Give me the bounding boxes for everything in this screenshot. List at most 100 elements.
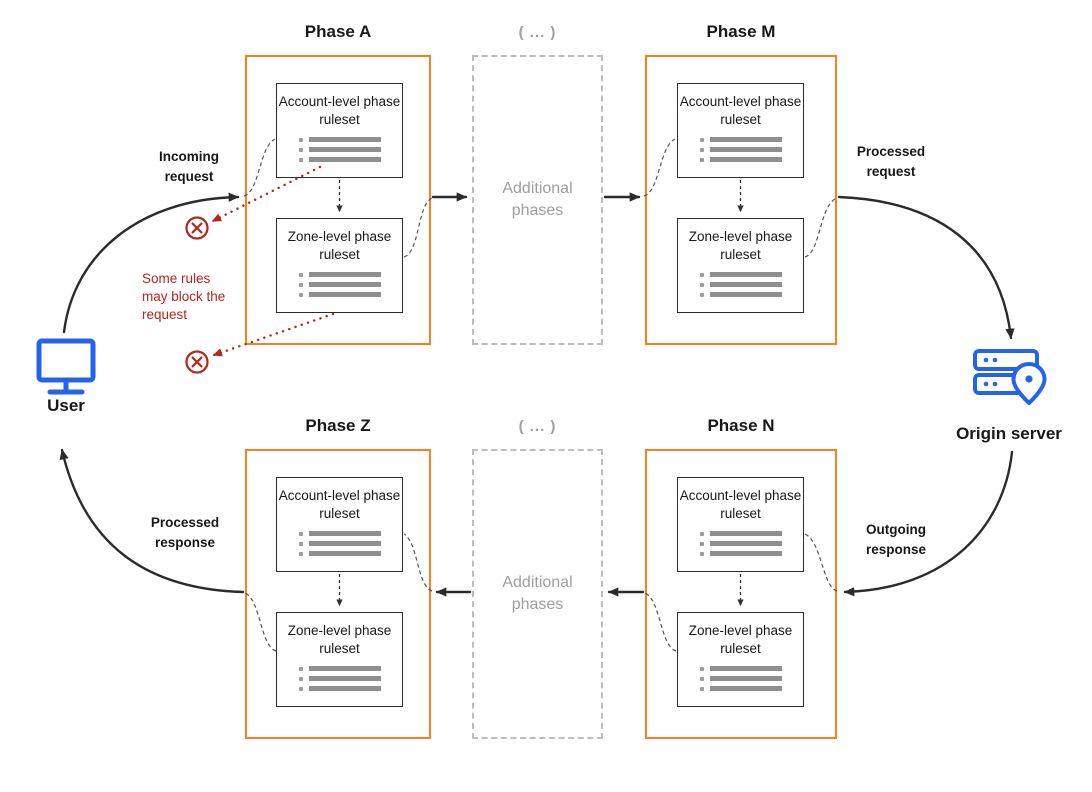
ruleset-bullet — [298, 686, 303, 691]
ruleset-bullet — [298, 137, 303, 142]
location-pin-icon — [1011, 362, 1047, 405]
ruleset-bullet — [699, 137, 704, 142]
ruleset-line — [277, 541, 402, 547]
ruleset-line — [277, 137, 402, 143]
ruleset-line — [678, 666, 803, 672]
outgoing-response-label: Outgoing response — [865, 522, 927, 558]
ruleset-rule-bar — [308, 137, 381, 143]
ruleset-rule-bar — [308, 272, 381, 278]
ruleset-rule-bar — [709, 137, 782, 143]
ruleset-bullet — [699, 551, 704, 556]
ruleset-bullet — [699, 147, 704, 152]
incoming-request-label: Incoming request — [159, 149, 219, 185]
ruleset-line — [678, 157, 803, 163]
ruleset-rule-bar — [308, 147, 381, 153]
additional-phases-box-top: Additional phases — [472, 55, 603, 345]
ruleset-rule-bar — [709, 686, 782, 692]
ruleset-rule-bar — [709, 666, 782, 672]
ruleset-lines — [678, 137, 803, 163]
phase-m-account-ruleset-card: Account-level phase ruleset — [677, 83, 804, 178]
ruleset-line — [277, 551, 402, 557]
ruleset-line — [277, 531, 402, 537]
phase-n-title: Phase N — [707, 416, 775, 435]
ruleset-rule-bar — [709, 272, 782, 278]
ruleset-line — [277, 676, 402, 682]
ruleset-rule-bar — [709, 157, 782, 163]
ruleset-line — [277, 157, 402, 163]
ruleset-line — [678, 551, 803, 557]
ruleset-bullet — [699, 666, 704, 671]
ruleset-rule-bar — [308, 541, 381, 547]
ruleset-bullet — [298, 292, 303, 297]
account-ruleset-label: Account-level phase ruleset — [679, 488, 802, 521]
ruleset-line — [277, 686, 402, 692]
block-warning-text: Some rules may block the request — [142, 271, 226, 323]
ruleset-line — [678, 137, 803, 143]
ruleset-rule-bar — [308, 282, 381, 288]
processed-request-label: Processed request — [856, 144, 926, 180]
ruleset-rule-bar — [308, 551, 381, 557]
ruleset-rule-bar — [308, 666, 381, 672]
additional-phases-label-bottom: Additional phases — [502, 574, 573, 613]
additional-phases-label-top: Additional phases — [502, 180, 573, 219]
ruleset-lines — [277, 137, 402, 163]
zone-ruleset-label: Zone-level phase ruleset — [688, 229, 793, 262]
ruleset-lines — [277, 666, 402, 692]
ruleset-line — [277, 147, 402, 153]
zone-ruleset-label: Zone-level phase ruleset — [688, 623, 793, 656]
ruleset-bullet — [298, 551, 303, 556]
blocked-request-icon-top — [185, 216, 209, 240]
ruleset-rule-bar — [709, 147, 782, 153]
ruleset-rule-bar — [709, 541, 782, 547]
ruleset-bullet — [699, 157, 704, 162]
ruleset-bullet — [699, 272, 704, 277]
ruleset-rule-bar — [709, 551, 782, 557]
ruleset-bullet — [298, 147, 303, 152]
ruleset-line — [678, 147, 803, 153]
ruleset-bullet — [298, 531, 303, 536]
phase-z-account-ruleset-card: Account-level phase ruleset — [276, 477, 403, 572]
ruleset-rule-bar — [308, 686, 381, 692]
account-ruleset-label: Account-level phase ruleset — [679, 94, 802, 127]
ruleset-bullet — [298, 157, 303, 162]
ruleset-line — [678, 686, 803, 692]
ruleset-rule-bar — [308, 531, 381, 537]
zone-ruleset-label: Zone-level phase ruleset — [287, 623, 392, 656]
processed-request-arrow — [837, 195, 1015, 340]
ruleset-bullet — [699, 282, 704, 287]
ruleset-line — [277, 272, 402, 278]
ruleset-bullet — [298, 272, 303, 277]
ruleset-bullet — [298, 676, 303, 681]
ruleset-rule-bar — [308, 676, 381, 682]
user-label: User — [47, 396, 85, 415]
phase-m-title: Phase M — [706, 22, 776, 41]
ruleset-bullet — [699, 676, 704, 681]
ruleset-rule-bar — [308, 292, 381, 298]
ruleset-lines — [277, 531, 402, 557]
ruleset-lines — [277, 272, 402, 298]
ruleset-bullet — [699, 292, 704, 297]
ruleset-line — [678, 541, 803, 547]
ruleset-bullet — [699, 541, 704, 546]
phase-n-account-ruleset-card: Account-level phase ruleset — [677, 477, 804, 572]
phase-n-zone-ruleset-card: Zone-level phase ruleset — [677, 612, 804, 707]
phase-a-title: Phase A — [304, 22, 372, 41]
processed-response-label: Processed response — [150, 515, 220, 551]
ruleset-lines — [678, 666, 803, 692]
ruleset-line — [678, 272, 803, 278]
ruleset-bullet — [298, 666, 303, 671]
ruleset-lines — [678, 531, 803, 557]
ruleset-line — [678, 676, 803, 682]
ruleset-lines — [678, 272, 803, 298]
additional-phases-box-bottom: Additional phases — [472, 449, 603, 739]
ruleset-line — [678, 292, 803, 298]
phase-z-zone-ruleset-card: Zone-level phase ruleset — [276, 612, 403, 707]
ruleset-line — [277, 292, 402, 298]
ruleset-bullet — [298, 282, 303, 287]
ruleset-rule-bar — [709, 282, 782, 288]
ruleset-rule-bar — [709, 676, 782, 682]
ruleset-bullet — [699, 686, 704, 691]
ruleset-line — [277, 282, 402, 288]
zone-ruleset-label: Zone-level phase ruleset — [287, 229, 392, 262]
